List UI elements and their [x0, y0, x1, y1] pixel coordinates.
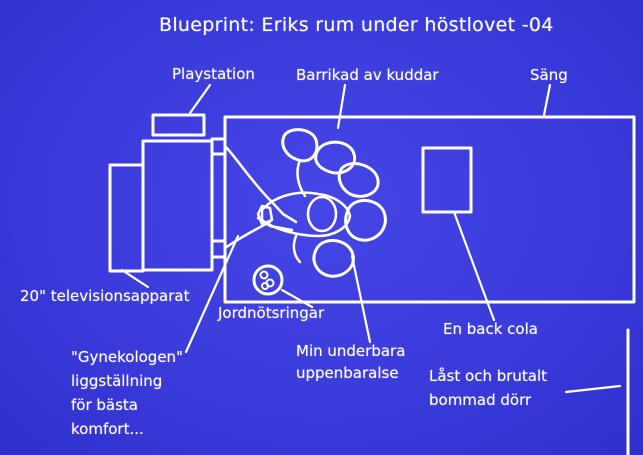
controller-cable-top: [223, 144, 272, 202]
leader-door: [564, 384, 622, 394]
person-hands: [256, 204, 274, 226]
controller-plug-bottom: [210, 239, 227, 259]
label-door-line1: Låst och brutalt: [429, 367, 548, 385]
pillow-2: [314, 140, 357, 175]
label-cola: En back cola: [443, 320, 538, 338]
label-position-line3: för bästa: [71, 396, 138, 414]
label-bed: Säng: [530, 66, 568, 84]
person-leg-bottom: [292, 234, 302, 264]
person-figure: [256, 158, 352, 264]
label-tv: 20" televisionsapparat: [20, 287, 190, 305]
label-self-line1: Min underbara: [296, 342, 406, 360]
playstation-shape: [151, 113, 206, 137]
pillow-5: [312, 239, 355, 278]
label-position-line2: liggställning: [71, 372, 163, 390]
label-self-line2: uppenbaralse: [296, 364, 399, 382]
leader-peanuts: [280, 288, 314, 309]
pillow-4: [344, 199, 387, 242]
label-position-line4: komfort...: [71, 420, 144, 438]
pillow-barricade: [281, 128, 387, 278]
pillow-3: [337, 162, 380, 198]
peanut-rings-bowl: [252, 264, 284, 296]
page-title: Blueprint: Eriks rum under höstlovet -04: [159, 14, 554, 36]
person-head: [306, 195, 338, 233]
leader-lines: [120, 83, 622, 394]
label-position-line1: "Gynekologen": [71, 348, 183, 366]
tv-stand-shape: [108, 163, 145, 273]
leader-position: [184, 234, 240, 354]
pillow-1: [281, 128, 319, 163]
leader-cola: [452, 210, 496, 322]
leader-barricade: [336, 83, 347, 130]
leader-tv: [120, 268, 150, 289]
label-playstation: Playstation: [172, 65, 255, 83]
leader-bed: [542, 83, 552, 117]
person-arm-top: [268, 198, 298, 224]
label-door-line2: bommad dörr: [429, 391, 532, 409]
label-barricade: Barrikad av kuddar: [296, 66, 439, 84]
bed-shape: [223, 115, 636, 304]
peanut-ring-3: [261, 282, 269, 290]
leader-playstation: [188, 83, 212, 115]
person-leg-top: [296, 158, 307, 198]
label-peanut-rings: Jordnötsringar: [218, 304, 325, 322]
peanut-ring-1: [259, 270, 269, 280]
tv-shape: [141, 139, 214, 272]
cola-crate-shape: [421, 146, 473, 214]
controller-plug-top: [210, 137, 227, 156]
leader-self: [350, 254, 372, 344]
controller-cable-bottom: [223, 220, 272, 250]
